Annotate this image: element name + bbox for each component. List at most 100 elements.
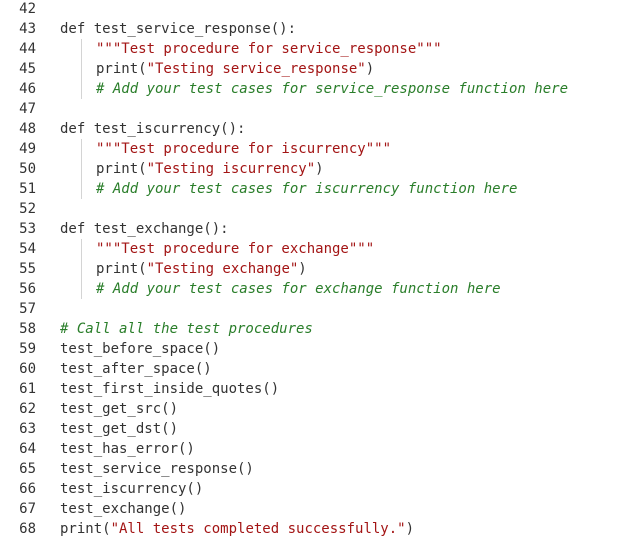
indent-guide <box>81 179 82 199</box>
code-token-plain: test_service_response() <box>60 461 254 477</box>
line-code: def test_exchange(): <box>60 219 229 239</box>
code-line[interactable]: 57 <box>0 299 644 319</box>
code-line[interactable]: 56 # Add your test cases for exchange fun… <box>0 279 644 299</box>
line-number: 45 <box>19 61 36 77</box>
line-code: print("All tests completed successfully.… <box>60 519 414 539</box>
code-token-plain: def test_exchange(): <box>60 221 229 237</box>
line-code: print("Testing service_response") <box>96 59 374 79</box>
code-token-comment: # Add your test cases for service_respon… <box>96 81 569 97</box>
code-line[interactable]: 54 """Test procedure for exchange""" <box>0 239 644 259</box>
code-token-plain: test_before_space() <box>60 341 221 357</box>
line-number: 60 <box>19 361 36 377</box>
code-token-plain: def test_service_response(): <box>60 21 297 37</box>
line-number: 58 <box>19 321 36 337</box>
code-line[interactable]: 42 <box>0 0 644 19</box>
code-token-plain: ) <box>315 161 324 177</box>
code-line[interactable]: 47 <box>0 99 644 119</box>
code-token-comment: # Add your test cases for iscurrency fun… <box>96 181 518 197</box>
line-number: 53 <box>19 221 36 237</box>
line-code: """Test procedure for iscurrency""" <box>96 139 391 159</box>
code-token-string: """Test procedure for exchange""" <box>96 241 375 257</box>
code-line[interactable]: 45 print("Testing service_response") <box>0 59 644 79</box>
indent-guide <box>81 279 82 299</box>
code-token-plain: test_exchange() <box>60 501 187 517</box>
line-number: 66 <box>19 481 36 497</box>
code-line[interactable]: 62 test_get_src() <box>0 399 644 419</box>
code-token-comment: # Add your test cases for exchange funct… <box>96 281 501 297</box>
code-line[interactable]: 66 test_iscurrency() <box>0 479 644 499</box>
line-code: test_iscurrency() <box>60 479 203 499</box>
line-code: # Call all the test procedures <box>60 319 313 339</box>
line-code: test_service_response() <box>60 459 254 479</box>
line-number: 43 <box>19 21 36 37</box>
code-line[interactable]: 67 test_exchange() <box>0 499 644 519</box>
code-line[interactable]: 58 # Call all the test procedures <box>0 319 644 339</box>
code-token-plain: test_get_dst() <box>60 421 179 437</box>
code-line[interactable]: 44"""Test procedure for service_response… <box>0 39 644 59</box>
code-token-string: """Test procedure for iscurrency""" <box>96 141 392 157</box>
code-token-plain: ) <box>365 61 375 77</box>
indent-guide <box>81 79 82 99</box>
code-line[interactable]: 46 # Add your test cases for service_resp… <box>0 79 644 99</box>
code-line[interactable]: 68 print("All tests completed successfull… <box>0 519 644 539</box>
line-number: 68 <box>19 521 36 537</box>
line-number: 56 <box>19 281 36 297</box>
line-number: 42 <box>19 1 36 17</box>
line-number: 65 <box>19 461 36 477</box>
line-code: # Add your test cases for service_respon… <box>96 79 568 99</box>
code-line[interactable]: 53 def test_exchange(): <box>0 219 644 239</box>
line-number: 61 <box>19 381 36 397</box>
code-line[interactable]: 52 <box>0 199 644 219</box>
line-code: print("Testing iscurrency") <box>96 159 324 179</box>
indent-guide <box>81 139 82 159</box>
code-token-plain: test_after_space() <box>60 361 212 377</box>
indent-guide <box>81 59 82 79</box>
line-code: test_has_error() <box>60 439 195 459</box>
code-token-plain: print( <box>96 261 147 277</box>
line-number: 63 <box>19 421 36 437</box>
line-number: 46 <box>19 81 36 97</box>
code-token-string: "All tests completed successfully." <box>110 521 406 537</box>
indent-guide <box>81 39 82 59</box>
code-line[interactable]: 64 test_has_error() <box>0 439 644 459</box>
indent-guide <box>81 159 82 179</box>
line-code: test_exchange() <box>60 499 186 519</box>
line-code: """Test procedure for service_response""… <box>96 39 442 59</box>
code-token-plain: ) <box>405 521 415 537</box>
line-number: 50 <box>19 161 36 177</box>
code-token-string: "Testing iscurrency" <box>146 161 316 177</box>
indent-guide <box>81 259 82 279</box>
code-token-plain: test_get_src() <box>60 401 179 417</box>
line-code: test_get_dst() <box>60 419 178 439</box>
code-token-plain: print( <box>96 61 147 77</box>
line-number: 57 <box>19 301 36 317</box>
code-line[interactable]: 49"""Test procedure for iscurrency""" <box>0 139 644 159</box>
line-code: test_after_space() <box>60 359 212 379</box>
line-code: # Add your test cases for exchange funct… <box>96 279 501 299</box>
code-token-string: "Testing service_response" <box>146 61 366 77</box>
code-line[interactable]: 43 def test_service_response(): <box>0 19 644 39</box>
line-code: # Add your test cases for iscurrency fun… <box>96 179 517 199</box>
line-code: """Test procedure for exchange""" <box>96 239 374 259</box>
line-number: 52 <box>19 201 36 217</box>
line-number: 54 <box>19 241 36 257</box>
code-token-string: """Test procedure for service_response""… <box>96 41 442 57</box>
code-line[interactable]: 50 print("Testing iscurrency") <box>0 159 644 179</box>
code-line[interactable]: 51 # Add your test cases for iscurrency f… <box>0 179 644 199</box>
line-number: 67 <box>19 501 36 517</box>
indent-guide <box>81 239 82 259</box>
line-number: 51 <box>19 181 36 197</box>
code-line[interactable]: 60 test_after_space() <box>0 359 644 379</box>
code-line[interactable]: 65 test_service_response() <box>0 459 644 479</box>
line-number: 62 <box>19 401 36 417</box>
line-number: 64 <box>19 441 36 457</box>
code-token-plain: print( <box>96 161 147 177</box>
code-line[interactable]: 63 test_get_dst() <box>0 419 644 439</box>
line-number: 47 <box>19 101 36 117</box>
code-token-comment: # Call all the test procedures <box>60 321 313 337</box>
